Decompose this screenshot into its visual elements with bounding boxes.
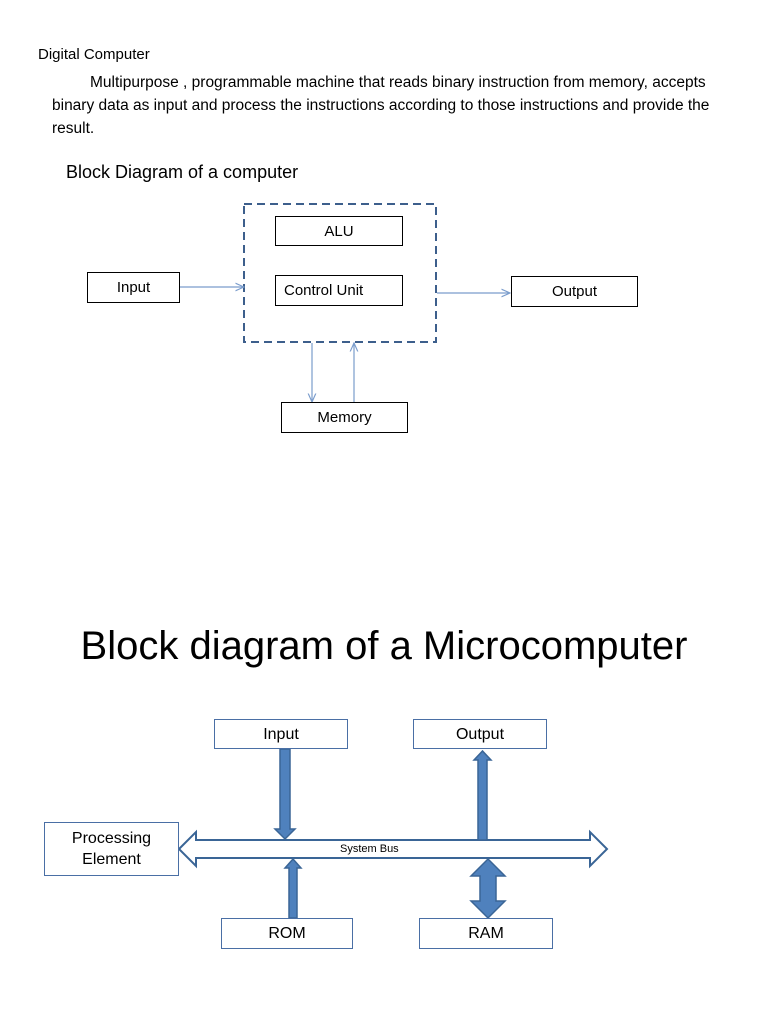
system-bus-label: System Bus — [340, 843, 399, 855]
memory-block: Memory — [281, 402, 408, 433]
microcomputer-title: Block diagram of a Microcomputer — [80, 624, 688, 668]
input-to-bus-arrow — [273, 748, 297, 841]
micro-input-block: Input — [214, 719, 348, 749]
alu-block: ALU — [275, 216, 403, 246]
bus-to-output-arrow — [472, 749, 493, 841]
ram-bus-bidirectional-arrow — [469, 857, 507, 920]
input-block: Input — [87, 272, 180, 303]
output-block: Output — [511, 276, 638, 307]
description-paragraph: Multipurpose , programmable machine that… — [52, 71, 742, 140]
control-unit-block: Control Unit — [275, 275, 403, 306]
section-heading: Digital Computer — [38, 46, 150, 63]
description-text: Multipurpose , programmable machine that… — [52, 74, 710, 137]
micro-output-block: Output — [413, 719, 547, 749]
system-bus-arrow — [177, 829, 609, 869]
rom-block: ROM — [221, 918, 353, 949]
rom-to-bus-arrow — [283, 857, 303, 919]
diagram-title: Block Diagram of a computer — [66, 162, 299, 182]
ram-block: RAM — [419, 918, 553, 949]
processing-element-block: Processing Element — [44, 822, 179, 876]
cpu-dashed-boundary — [243, 203, 437, 343]
